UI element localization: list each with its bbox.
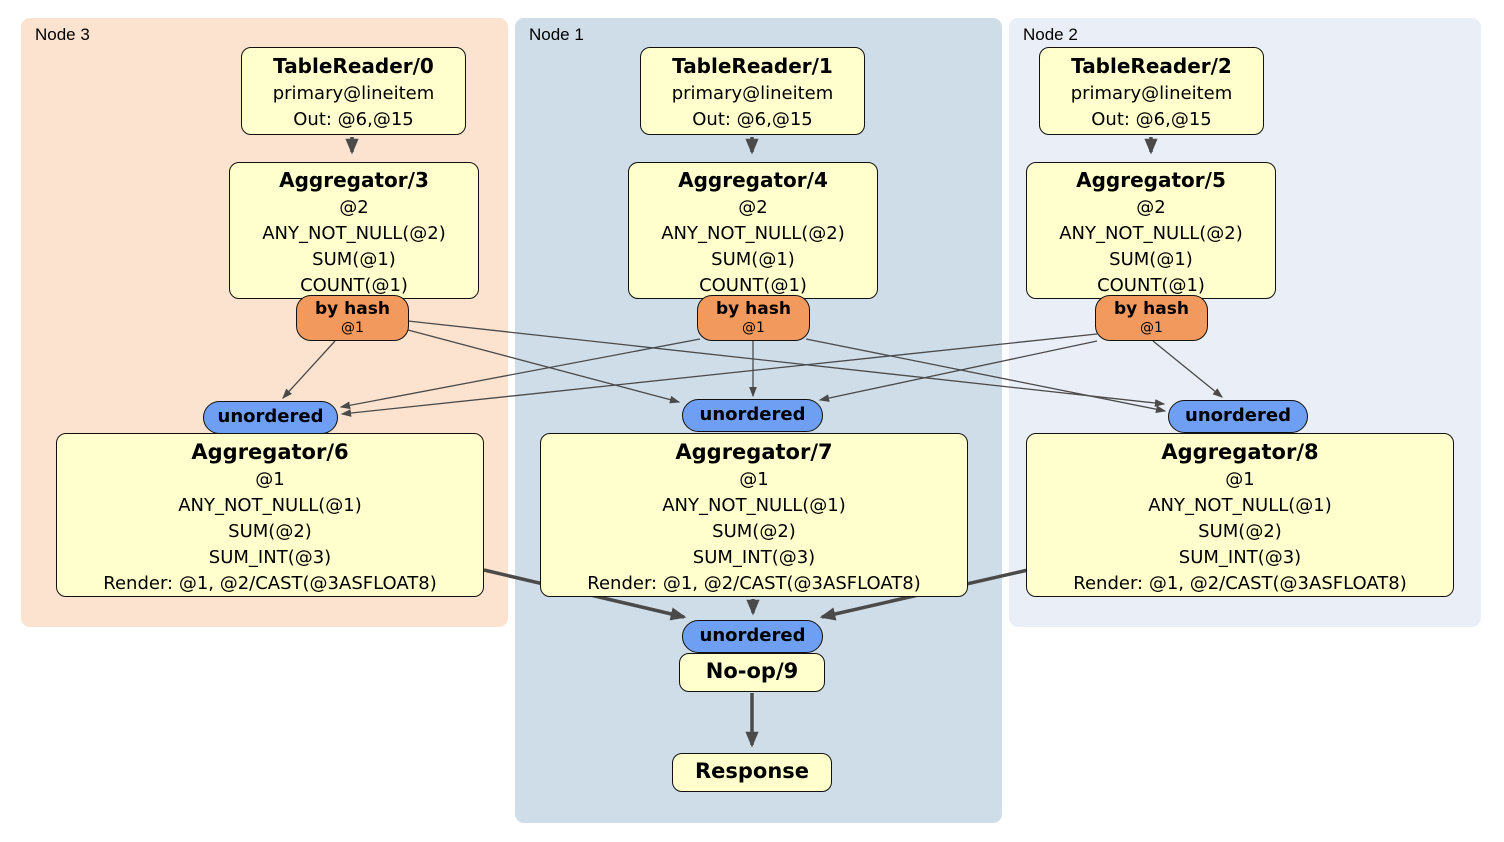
- node-title: Aggregator/8: [1161, 440, 1319, 464]
- node-detail: Out: @6,@15: [293, 109, 414, 130]
- node-title: Response: [694, 759, 810, 783]
- node-detail: Render: @1, @2/CAST(@3ASFLOAT8): [103, 573, 437, 594]
- node-noop-9: No-op/9: [679, 653, 825, 692]
- node-detail: SUM(@1): [711, 249, 795, 270]
- node-detail: @2: [339, 197, 369, 218]
- router-by-hash-3: by hash @1: [296, 295, 409, 341]
- node-title: TableReader/2: [1071, 54, 1232, 78]
- node-detail: primary@lineitem: [671, 83, 834, 104]
- node-tablereader-2: TableReader/2 primary@lineitem Out: @6,@…: [1039, 47, 1264, 135]
- node-detail: ANY_NOT_NULL(@2): [1059, 223, 1243, 244]
- node-aggregator-4: Aggregator/4 @2 ANY_NOT_NULL(@2) SUM(@1)…: [628, 162, 878, 299]
- node-detail: SUM(@1): [1109, 249, 1193, 270]
- node-tablereader-1: TableReader/1 primary@lineitem Out: @6,@…: [640, 47, 865, 135]
- stream-unordered-left: unordered: [203, 401, 338, 434]
- node-title: No-op/9: [705, 659, 799, 683]
- node-detail: ANY_NOT_NULL(@2): [661, 223, 845, 244]
- node-detail: @2: [1136, 197, 1166, 218]
- node-detail: SUM(@2): [712, 521, 796, 542]
- node-detail: @2: [738, 197, 768, 218]
- node-detail: SUM_INT(@3): [692, 547, 816, 568]
- node-detail: COUNT(@1): [300, 275, 408, 296]
- router-by-hash-5: by hash @1: [1095, 295, 1208, 341]
- node-detail: ANY_NOT_NULL(@1): [178, 495, 362, 516]
- panel-node-3-label: Node 3: [35, 25, 90, 44]
- node-detail: ANY_NOT_NULL(@1): [662, 495, 846, 516]
- stream-unordered-right: unordered: [1168, 400, 1308, 433]
- node-detail: ANY_NOT_NULL(@2): [262, 223, 446, 244]
- node-detail: @1: [739, 469, 769, 490]
- stream-unordered-center: unordered: [682, 399, 823, 432]
- node-aggregator-6: Aggregator/6 @1 ANY_NOT_NULL(@1) SUM(@2)…: [56, 433, 484, 597]
- node-aggregator-8: Aggregator/8 @1 ANY_NOT_NULL(@1) SUM(@2)…: [1026, 433, 1454, 597]
- router-label: by hash: [716, 299, 791, 319]
- node-detail: ANY_NOT_NULL(@1): [1148, 495, 1332, 516]
- router-detail: @1: [742, 320, 765, 336]
- node-detail: @1: [255, 469, 285, 490]
- node-aggregator-3: Aggregator/3 @2 ANY_NOT_NULL(@2) SUM(@1)…: [229, 162, 479, 299]
- node-detail: primary@lineitem: [272, 83, 435, 104]
- node-detail: SUM(@2): [1198, 521, 1282, 542]
- node-aggregator-7: Aggregator/7 @1 ANY_NOT_NULL(@1) SUM(@2)…: [540, 433, 968, 597]
- node-detail: Render: @1, @2/CAST(@3ASFLOAT8): [587, 573, 921, 594]
- node-detail: SUM_INT(@3): [208, 547, 332, 568]
- node-detail: Render: @1, @2/CAST(@3ASFLOAT8): [1073, 573, 1407, 594]
- node-detail: SUM(@1): [312, 249, 396, 270]
- node-detail: SUM(@2): [228, 521, 312, 542]
- panel-node-1-label: Node 1: [529, 25, 584, 44]
- node-detail: Out: @6,@15: [1091, 109, 1212, 130]
- router-by-hash-4: by hash @1: [697, 295, 810, 341]
- node-detail: COUNT(@1): [699, 275, 807, 296]
- node-aggregator-5: Aggregator/5 @2 ANY_NOT_NULL(@2) SUM(@1)…: [1026, 162, 1276, 299]
- node-title: Aggregator/5: [1076, 168, 1226, 192]
- node-tablereader-0: TableReader/0 primary@lineitem Out: @6,@…: [241, 47, 466, 135]
- stream-unordered-final: unordered: [682, 620, 823, 653]
- router-label: by hash: [315, 299, 390, 319]
- node-title: TableReader/1: [672, 54, 833, 78]
- node-title: Aggregator/3: [279, 168, 429, 192]
- panel-node-2-label: Node 2: [1023, 25, 1078, 44]
- node-title: TableReader/0: [273, 54, 434, 78]
- node-detail: @1: [1225, 469, 1255, 490]
- node-title: Aggregator/6: [191, 440, 349, 464]
- router-label: by hash: [1114, 299, 1189, 319]
- node-response: Response: [672, 753, 832, 792]
- node-title: Aggregator/4: [678, 168, 828, 192]
- node-detail: SUM_INT(@3): [1178, 547, 1302, 568]
- node-title: Aggregator/7: [675, 440, 833, 464]
- node-detail: primary@lineitem: [1070, 83, 1233, 104]
- node-detail: Out: @6,@15: [692, 109, 813, 130]
- router-detail: @1: [341, 320, 364, 336]
- router-detail: @1: [1140, 320, 1163, 336]
- node-detail: COUNT(@1): [1097, 275, 1205, 296]
